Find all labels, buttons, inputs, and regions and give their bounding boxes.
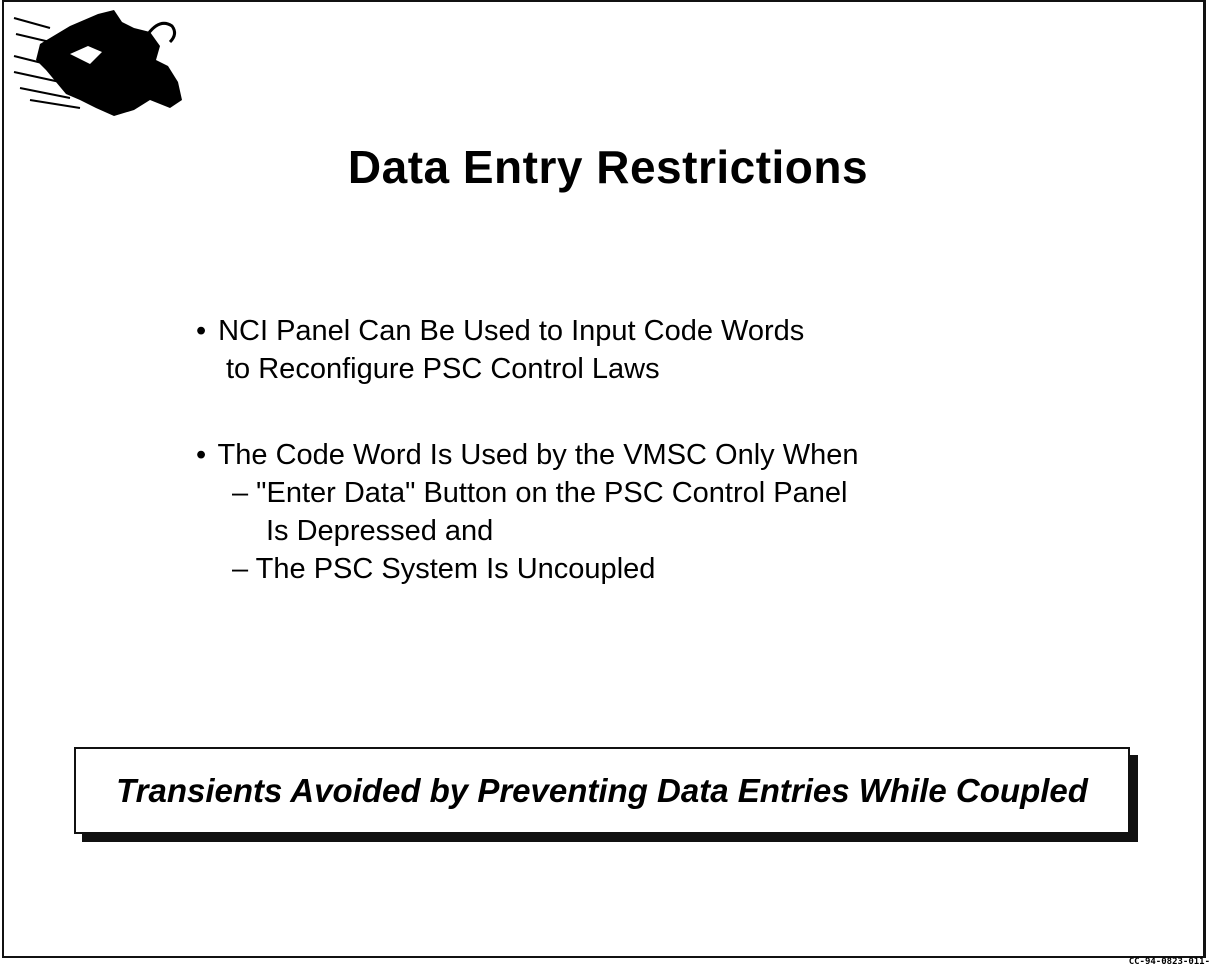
sub-bullet-text: – The PSC System Is Uncoupled <box>232 553 656 585</box>
document-code: CC-94-0823-011- <box>1128 957 1210 967</box>
bullet-text: to Reconfigure PSC Control Laws <box>226 353 660 385</box>
page-title: Data Entry Restrictions <box>347 141 869 193</box>
bullet-item: • The Code Word Is Used by the VMSC Only… <box>196 436 1096 588</box>
aircraft-silhouette-icon <box>13 10 182 116</box>
bullet-icon: • <box>196 315 207 347</box>
bullet-line: • The Code Word Is Used by the VMSC Only… <box>196 436 1096 474</box>
bullet-line: • NCI Panel Can Be Used to Input Code Wo… <box>196 312 1096 350</box>
bullet-text: The Code Word Is Used by the VMSC Only W… <box>217 439 859 471</box>
callout-text: Transients Avoided by Preventing Data En… <box>116 771 1088 809</box>
bullet-list: • NCI Panel Can Be Used to Input Code Wo… <box>196 312 1096 636</box>
slide-frame <box>2 0 1206 958</box>
bullet-icon: • <box>196 439 207 471</box>
sub-bullet-text: Is Depressed and <box>266 515 494 547</box>
bullet-item: • NCI Panel Can Be Used to Input Code Wo… <box>196 312 1096 388</box>
callout-box: Transients Avoided by Preventing Data En… <box>74 747 1130 834</box>
bullet-text: NCI Panel Can Be Used to Input Code Word… <box>218 315 805 347</box>
sub-bullet-text: – "Enter Data" Button on the PSC Control… <box>232 477 848 509</box>
